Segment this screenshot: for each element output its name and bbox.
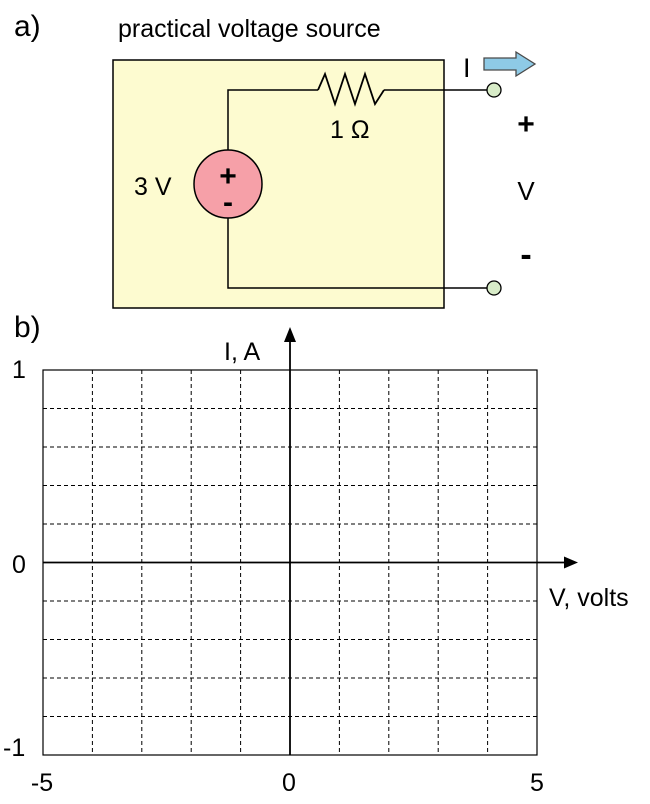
part-a-label: a) xyxy=(14,10,41,43)
terminal-plus-label: + xyxy=(517,108,535,141)
x-tick-label: 0 xyxy=(282,769,296,797)
iv-graph-axes xyxy=(43,327,578,755)
voltage-source-symbol xyxy=(193,149,263,219)
source-minus-sign: - xyxy=(223,186,233,219)
x-axis-arrowhead xyxy=(564,556,578,569)
resistor-value: 1 Ω xyxy=(330,116,370,144)
x-axis-label: V, volts xyxy=(549,584,629,612)
circuit-title: practical voltage source xyxy=(118,15,381,43)
x-tick-label: 5 xyxy=(530,769,544,797)
source-plus-sign: + xyxy=(219,160,237,193)
resistor-symbol xyxy=(317,71,385,107)
y-tick-label: 1 xyxy=(12,356,26,384)
y-tick-label: 0 xyxy=(12,551,26,579)
x-tick-label: -5 xyxy=(31,769,53,797)
y-tick-label: -1 xyxy=(3,734,25,762)
y-axis-arrowhead xyxy=(284,327,296,342)
current-label: I xyxy=(463,53,471,83)
current-direction-arrow xyxy=(483,50,537,78)
terminal-bottom xyxy=(486,280,502,296)
terminal-voltage-label: V xyxy=(517,176,535,206)
wire-top-left xyxy=(227,89,318,158)
terminal-minus-label: - xyxy=(520,236,531,274)
terminal-top xyxy=(486,82,502,98)
wire-bottom xyxy=(227,210,490,289)
y-axis-label: I, A xyxy=(224,338,260,366)
part-b-label: b) xyxy=(14,311,41,344)
source-enclosure xyxy=(112,59,445,309)
source-value: 3 V xyxy=(134,173,172,201)
